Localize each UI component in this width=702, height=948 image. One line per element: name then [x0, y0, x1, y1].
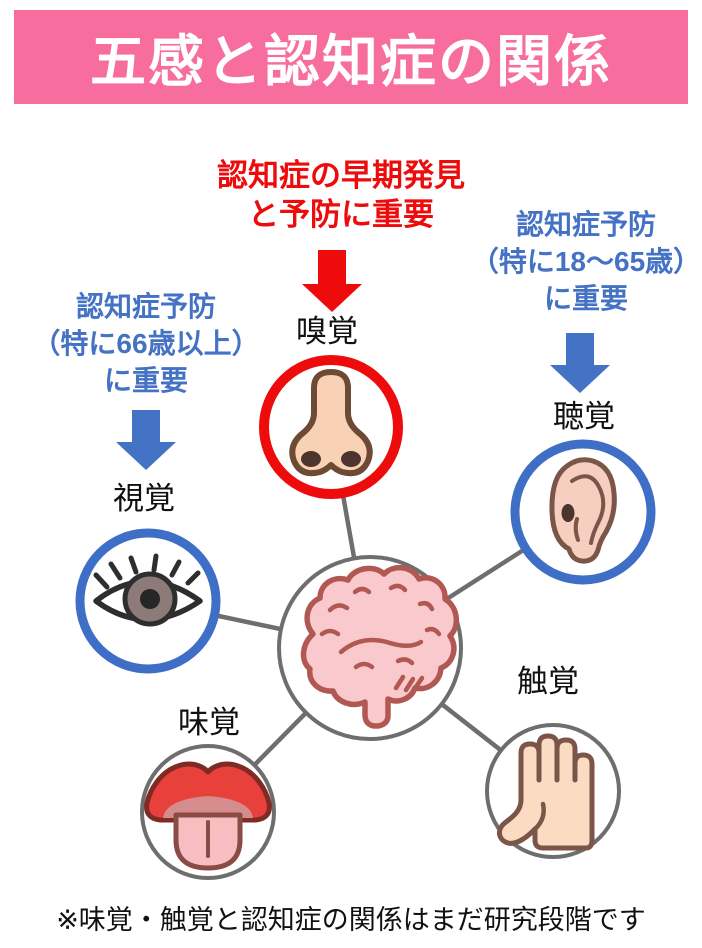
hearing-annotation-line: （特に18～65歳） — [470, 246, 702, 277]
nose-icon — [289, 369, 373, 477]
footnote: ※味覚・触覚と認知症の関係はまだ研究段階です — [56, 905, 646, 935]
smell-arrow-icon — [302, 250, 362, 312]
vision-annotation-line: に重要 — [103, 365, 188, 396]
brain-icon — [300, 565, 459, 729]
taste-label: 味覚 — [178, 705, 240, 740]
hearing-arrow-icon — [550, 333, 610, 393]
vision-arrow-icon — [116, 410, 176, 470]
smell-label: 嗅覚 — [296, 314, 358, 349]
vision-annotation: 認知症予防 （特に66歳以上） に重要 — [32, 288, 259, 399]
hand-icon — [497, 733, 595, 851]
hearing-annotation: 認知症予防 （特に18～65歳） に重要 — [471, 206, 701, 317]
eye-icon — [93, 553, 203, 627]
vision-annotation-line: （特に66歳以上） — [32, 328, 260, 359]
smell-annotation-line: 認知症の早期発見 — [217, 158, 465, 193]
page-title: 五感と認知症の関係 — [90, 29, 612, 93]
smell-annotation: 認知症の早期発見 と予防に重要 — [217, 156, 465, 234]
vision-label: 視覚 — [113, 481, 175, 516]
tongue-icon — [144, 761, 272, 871]
hearing-label: 聴覚 — [553, 399, 615, 434]
hearing-annotation-line: に重要 — [543, 283, 629, 314]
touch-label: 触覚 — [517, 664, 579, 699]
header-banner: 五感と認知症の関係 — [14, 10, 688, 104]
ear-icon — [549, 457, 617, 564]
vision-annotation-line: 認知症予防 — [75, 291, 216, 322]
smell-annotation-line: と予防に重要 — [248, 197, 434, 232]
hearing-annotation-line: 認知症予防 — [515, 209, 657, 240]
